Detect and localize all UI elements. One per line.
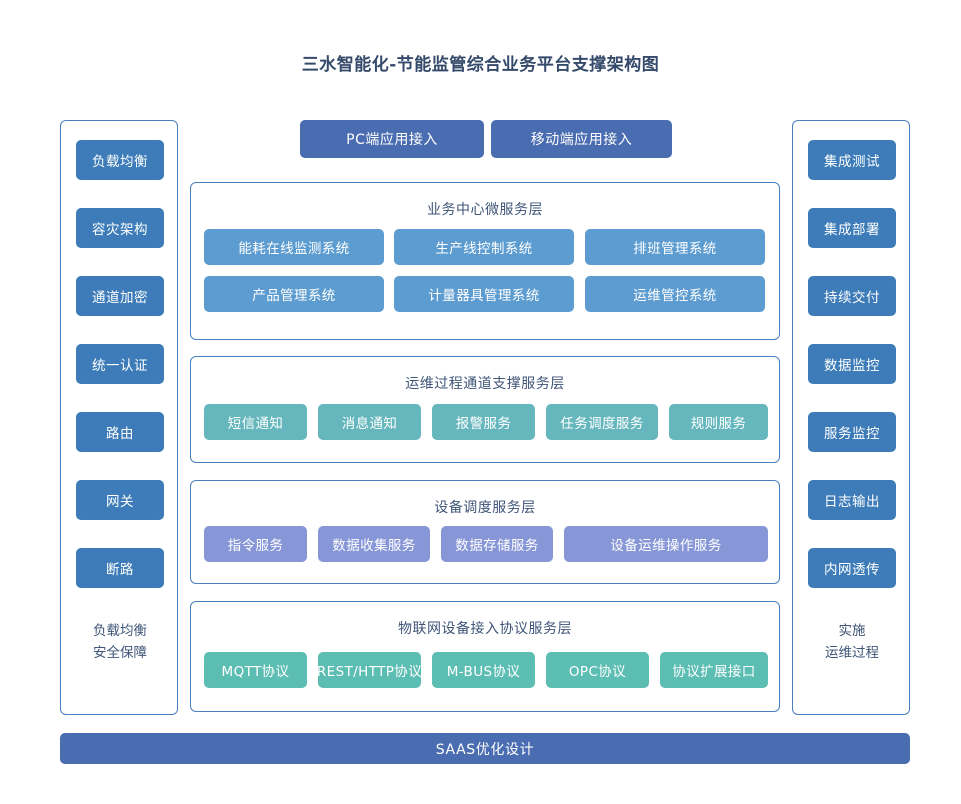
rail-item-gateway[interactable]: 网关 <box>76 480 164 520</box>
chip-opc-protocol[interactable]: OPC协议 <box>546 652 649 688</box>
iot-protocol-layer-panel: 物联网设备接入协议服务层 MQTT协议 REST/HTTP协议 M-BUS协议 … <box>190 601 780 712</box>
rail-item-unified-auth[interactable]: 统一认证 <box>76 344 164 384</box>
business-microservice-layer-panel: 业务中心微服务层 能耗在线监测系统 生产线控制系统 排班管理系统 产品管理系统 … <box>190 182 780 340</box>
left-rail-footer: 负载均衡 安全保障 <box>61 620 179 664</box>
page-title: 三水智能化-节能监管综合业务平台支撑架构图 <box>301 55 660 75</box>
right-rail-footer: 实施 运维过程 <box>793 620 911 664</box>
rail-item-dr-architecture[interactable]: 容灾架构 <box>76 208 164 248</box>
pc-application-access-button[interactable]: PC端应用接入 <box>300 120 484 158</box>
chip-task-scheduling-service[interactable]: 任务调度服务 <box>546 404 658 440</box>
chip-energy-online-monitoring[interactable]: 能耗在线监测系统 <box>204 229 384 265</box>
rail-item-continuous-delivery[interactable]: 持续交付 <box>808 276 896 316</box>
chip-shift-management[interactable]: 排班管理系统 <box>585 229 765 265</box>
rail-item-data-monitoring[interactable]: 数据监控 <box>808 344 896 384</box>
saas-optimization-bar[interactable]: SAAS优化设计 <box>60 733 910 764</box>
rail-item-channel-encrypt[interactable]: 通道加密 <box>76 276 164 316</box>
rail-item-log-output[interactable]: 日志输出 <box>808 480 896 520</box>
ops-channel-support-layer-panel: 运维过程通道支撑服务层 短信通知 消息通知 报警服务 任务调度服务 规则服务 <box>190 356 780 463</box>
chip-command-service[interactable]: 指令服务 <box>204 526 307 562</box>
right-rail-footer-line2: 运维过程 <box>825 645 879 661</box>
chip-sms-notification[interactable]: 短信通知 <box>204 404 307 440</box>
business-layer-title: 业务中心微服务层 <box>427 202 543 218</box>
chip-mbus-protocol[interactable]: M-BUS协议 <box>432 652 535 688</box>
chip-device-ops-operation-service[interactable]: 设备运维操作服务 <box>564 526 768 562</box>
chip-data-storage-service[interactable]: 数据存储服务 <box>441 526 553 562</box>
chip-product-management[interactable]: 产品管理系统 <box>204 276 384 312</box>
left-rail-footer-line2: 安全保障 <box>93 645 147 661</box>
chip-mqtt-protocol[interactable]: MQTT协议 <box>204 652 307 688</box>
chip-data-collection-service[interactable]: 数据收集服务 <box>318 526 430 562</box>
mobile-application-access-button[interactable]: 移动端应用接入 <box>491 120 672 158</box>
left-rail-panel: 负载均衡 容灾架构 通道加密 统一认证 路由 网关 断路 负载均衡 安全保障 <box>60 120 178 715</box>
ops-layer-title: 运维过程通道支撑服务层 <box>405 376 565 392</box>
chip-rest-http-protocol[interactable]: REST/HTTP协议 <box>317 652 422 688</box>
chip-alarm-service[interactable]: 报警服务 <box>432 404 535 440</box>
device-layer-title: 设备调度服务层 <box>434 500 536 516</box>
iot-layer-title: 物联网设备接入协议服务层 <box>398 621 572 637</box>
rail-item-load-balance[interactable]: 负载均衡 <box>76 140 164 180</box>
rail-item-integration-test[interactable]: 集成测试 <box>808 140 896 180</box>
left-rail-footer-line1: 负载均衡 <box>93 623 147 639</box>
chip-message-notification[interactable]: 消息通知 <box>318 404 421 440</box>
right-rail-panel: 集成测试 集成部署 持续交付 数据监控 服务监控 日志输出 内网透传 实施 运维… <box>792 120 910 715</box>
rail-item-intranet-passthrough[interactable]: 内网透传 <box>808 548 896 588</box>
chip-ops-control[interactable]: 运维管控系统 <box>585 276 765 312</box>
device-scheduling-layer-panel: 设备调度服务层 指令服务 数据收集服务 数据存储服务 设备运维操作服务 <box>190 480 780 584</box>
rail-item-integration-deploy[interactable]: 集成部署 <box>808 208 896 248</box>
chip-rule-service[interactable]: 规则服务 <box>669 404 768 440</box>
rail-item-service-monitoring[interactable]: 服务监控 <box>808 412 896 452</box>
chip-production-line-control[interactable]: 生产线控制系统 <box>394 229 574 265</box>
right-rail-footer-line1: 实施 <box>838 623 866 639</box>
chip-metering-device-management[interactable]: 计量器具管理系统 <box>394 276 574 312</box>
rail-item-routing[interactable]: 路由 <box>76 412 164 452</box>
chip-protocol-extension-interface[interactable]: 协议扩展接口 <box>660 652 768 688</box>
rail-item-circuit-breaker[interactable]: 断路 <box>76 548 164 588</box>
